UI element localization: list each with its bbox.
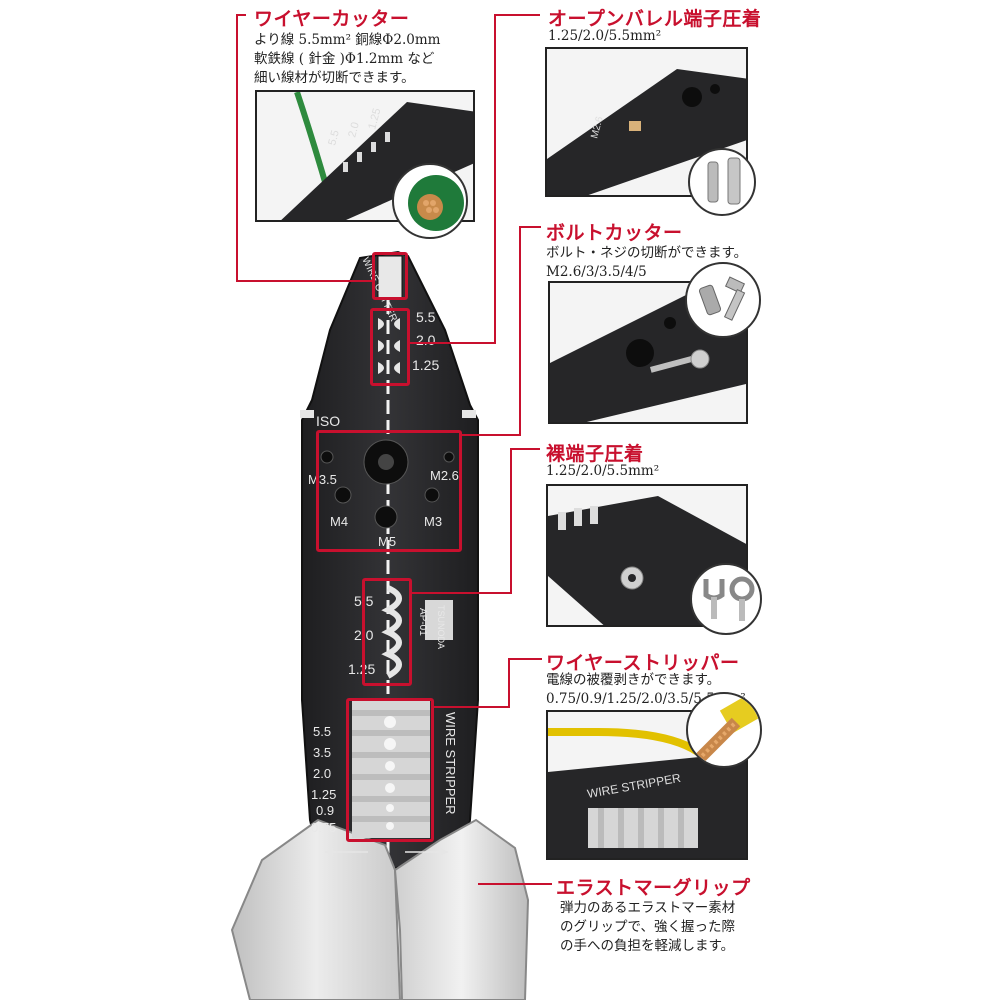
bolt-size-label-2: M4	[330, 514, 348, 529]
right-grip	[393, 818, 530, 1000]
wire-cutter-line-0: より線 5.5mm² 銅線Φ2.0mm	[254, 32, 441, 48]
stripper-size-label-5: 0.75	[311, 820, 336, 835]
highlight-bolt-holes	[316, 430, 462, 552]
leader-wire-cutter-v	[236, 14, 238, 282]
brand-logo	[425, 600, 453, 640]
wire-cutter-photo-label-2: 1.25	[366, 107, 383, 131]
highlight-wire-cutter	[372, 252, 408, 300]
stripper-size-label-1: 3.5	[313, 745, 331, 760]
bolt-cutter-title: ボルトカッター	[546, 222, 683, 244]
bolt-size-label-4: M5	[378, 534, 396, 549]
bare-terminal-line-0: 1.25/2.0/5.5mm²	[546, 463, 660, 479]
highlight-crimp-top	[370, 308, 410, 386]
leader-stripper-top	[508, 658, 542, 660]
elastomer-grip-line-2: の手への負担を軽減します。	[560, 938, 735, 954]
stripper-size-label-3: 1.25	[311, 787, 336, 802]
wire-cutter-title: ワイヤーカッター	[254, 8, 410, 30]
leader-open-barrel-top	[494, 14, 540, 16]
leader-bolt-top	[519, 226, 541, 228]
wire-stripper-title: ワイヤーストリッパー	[546, 652, 740, 674]
bolt-size-label-1: M2.6	[430, 468, 459, 483]
wire-end-detail-icon	[392, 163, 468, 239]
open-barrel-line-0: 1.25/2.0/5.5mm²	[548, 28, 662, 44]
wire-cutter-line-1: 軟鉄線 ( 針金 )Φ1.2mm など	[254, 51, 435, 67]
leader-stripper-v	[508, 658, 510, 708]
leader-bolt-h	[460, 434, 520, 436]
bolt-cutter-line-0: ボルト・ネジの切断ができます。	[546, 245, 748, 261]
brand-label: TSUNODA	[436, 605, 446, 649]
highlight-crimp-mid	[362, 578, 412, 686]
crimp-top-label-0: 5.5	[416, 309, 436, 325]
model-label: AP-01	[417, 608, 428, 636]
barrel-terminal-detail-icon	[688, 148, 756, 216]
wire-cutter-photo-label-0: 5.5	[326, 129, 342, 147]
leader-bare-v	[510, 448, 512, 594]
bolt-screw-detail-icon	[685, 262, 761, 338]
iso-label: ISO	[316, 413, 340, 429]
elastomer-grip-line-1: のグリップで、強く握った際	[560, 919, 735, 935]
leader-bare-top	[510, 448, 540, 450]
leader-bolt-v	[519, 226, 521, 436]
highlight-stripper	[346, 698, 434, 842]
wire-cutter-photo-label-1: 2.0	[346, 121, 362, 139]
leader-wire-cutter-h	[236, 280, 374, 282]
stripper-size-label-0: 5.5	[313, 724, 331, 739]
elastomer-grip-title: エラストマーグリップ	[556, 877, 751, 899]
bare-terminal-title: 裸端子圧着	[546, 443, 644, 465]
leader-grip	[478, 883, 552, 885]
stripper-size-label-4: 0.9	[316, 803, 334, 818]
elastomer-grip-line-0: 弾力のあるエラストマー素材	[560, 900, 736, 916]
stripper-size-label-2: 2.0	[313, 766, 331, 781]
wire-cutter-line-2: 細い線材が切断できます。	[254, 70, 415, 86]
leader-bare-h	[410, 592, 512, 594]
leader-wire-cutter-top	[236, 14, 246, 16]
crimp-top-label-2: 1.25	[412, 357, 439, 373]
leader-open-barrel-h	[410, 342, 496, 344]
leader-stripper-h	[432, 706, 510, 708]
crimp-mid-label-2: 1.25	[348, 661, 375, 677]
copper-wire-detail-icon	[686, 692, 762, 768]
bolt-size-label-3: M3	[424, 514, 442, 529]
crimp-top-label-1: 2.0	[416, 332, 436, 348]
bolt-cutter-line-1: M2.6/3/3.5/4/5	[546, 264, 647, 280]
open-barrel-photo: M2.6	[545, 47, 748, 197]
ring-fork-terminal-detail-icon	[690, 563, 762, 635]
bolt-size-label-0: M3.5	[308, 472, 337, 487]
wire-stripper-line-0: 電線の被覆剥きができます。	[546, 672, 721, 688]
stripper-vertical-label: WIRE STRIPPER	[443, 712, 458, 815]
open-barrel-title: オープンバレル端子圧着	[548, 8, 762, 30]
left-grip	[230, 818, 402, 1000]
leader-open-barrel-v	[494, 14, 496, 344]
